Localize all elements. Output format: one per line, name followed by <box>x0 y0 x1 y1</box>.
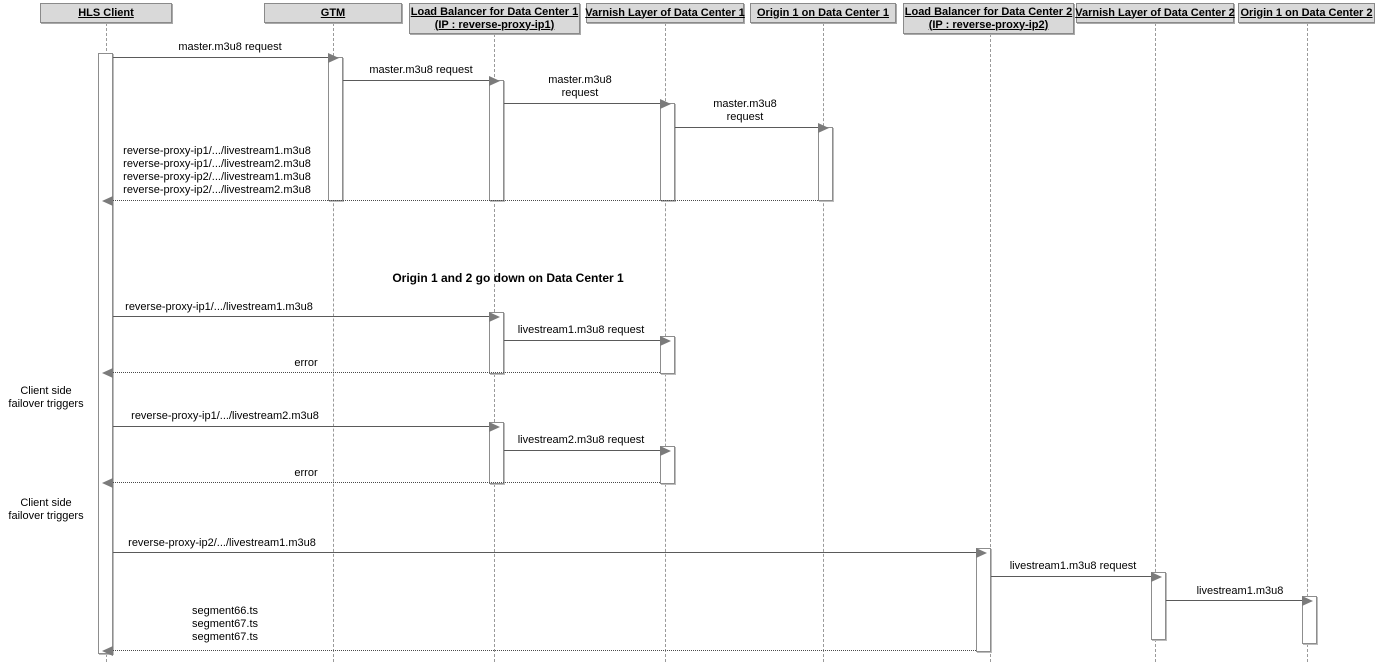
message-label-m13: livestream1.m3u8 request <box>1009 560 1137 572</box>
message-m13 <box>991 572 1162 582</box>
participant-client[interactable]: HLS Client <box>40 3 172 23</box>
arrowhead-icon <box>660 336 671 346</box>
message-label-m1: master.m3u8 request <box>178 41 282 53</box>
message-label-m5: reverse-proxy-ip1/.../livestream1.m3u8 r… <box>123 145 311 196</box>
participant-varnish2[interactable]: Varnish Layer of Data Center 2 <box>1075 3 1235 23</box>
message-m15 <box>102 646 976 656</box>
message-m2 <box>343 76 500 86</box>
message-label-m2: master.m3u8 request <box>369 64 473 76</box>
message-m9 <box>113 422 500 432</box>
participant-lb2[interactable]: Load Balancer for Data Center 2(IP : rev… <box>903 3 1074 34</box>
arrowhead-icon <box>102 646 113 656</box>
participant-origin2[interactable]: Origin 1 on Data Center 2 <box>1238 3 1375 23</box>
participant-lb1[interactable]: Load Balancer for Data Center 1(IP : rev… <box>409 3 580 34</box>
message-m7 <box>504 336 671 346</box>
participant-name: Origin 1 on Data Center 1 <box>756 6 890 19</box>
arrowhead-icon <box>976 548 987 558</box>
participant-name: Varnish Layer of Data Center 2 <box>1075 6 1235 19</box>
message-label-m6: reverse-proxy-ip1/.../livestream1.m3u8 <box>125 301 313 313</box>
message-label-m4: master.m3u8 request <box>713 98 777 123</box>
arrowhead-icon <box>660 99 671 109</box>
lifeline-gtm <box>333 23 334 662</box>
lifeline-origin2 <box>1307 23 1308 662</box>
activation-bar-lb2 <box>976 548 991 652</box>
message-label-m9: reverse-proxy-ip1/.../livestream2.m3u8 <box>131 410 319 422</box>
arrowhead-icon <box>660 446 671 456</box>
participant-origin1[interactable]: Origin 1 on Data Center 1 <box>750 3 896 23</box>
message-m1 <box>113 53 339 63</box>
participant-gtm[interactable]: GTM <box>264 3 402 23</box>
arrowhead-icon <box>1151 572 1162 582</box>
message-label-m3: master.m3u8 request <box>548 74 612 99</box>
activation-bar-gtm <box>328 57 343 201</box>
activation-bar-varnish1 <box>660 103 675 201</box>
message-m6 <box>113 312 500 322</box>
arrowhead-icon <box>489 422 500 432</box>
message-m8 <box>102 368 660 378</box>
message-m11 <box>102 478 660 488</box>
activation-bar-client <box>98 53 113 654</box>
participant-name: GTM <box>320 6 346 19</box>
participant-name: Varnish Layer of Data Center 1 <box>585 6 745 19</box>
message-label-m15: segment66.ts segment67.ts segment67.ts <box>191 605 259 643</box>
arrowhead-icon <box>1302 596 1313 606</box>
participant-name: HLS Client <box>78 6 134 19</box>
activation-bar-lb1 <box>489 80 504 201</box>
participant-varnish1[interactable]: Varnish Layer of Data Center 1 <box>585 3 745 23</box>
note-failover-2: Client side failover triggers <box>8 497 84 522</box>
arrowhead-icon <box>102 368 113 378</box>
participant-name: Load Balancer for Data Center 2 <box>904 5 1073 18</box>
note-origins-down: Origin 1 and 2 go down on Data Center 1 <box>392 271 624 285</box>
message-label-m11: error <box>294 467 318 479</box>
message-m5 <box>102 196 818 206</box>
activation-bar-origin1 <box>818 127 833 201</box>
message-m12 <box>113 548 987 558</box>
arrowhead-icon <box>102 196 113 206</box>
arrowhead-icon <box>489 312 500 322</box>
message-label-m10: livestream2.m3u8 request <box>517 434 645 446</box>
message-label-m12: reverse-proxy-ip2/.../livestream1.m3u8 <box>128 537 316 549</box>
lifeline-varnish2 <box>1155 23 1156 662</box>
arrowhead-icon <box>489 76 500 86</box>
participant-name: Origin 1 on Data Center 2 <box>1240 6 1373 19</box>
message-m10 <box>504 446 671 456</box>
activation-bar-varnish2 <box>1151 572 1166 640</box>
participant-subtitle: (IP : reverse-proxy-ip2) <box>928 18 1049 31</box>
message-m4 <box>675 123 829 133</box>
note-failover-1: Client side failover triggers <box>8 385 84 410</box>
arrowhead-icon <box>328 53 339 63</box>
participant-name: Load Balancer for Data Center 1 <box>410 5 579 18</box>
message-m14 <box>1166 596 1313 606</box>
arrowhead-icon <box>102 478 113 488</box>
message-m3 <box>504 99 671 109</box>
lifeline-lb2 <box>990 34 991 662</box>
arrowhead-icon <box>818 123 829 133</box>
message-label-m8: error <box>294 357 318 369</box>
message-label-m7: livestream1.m3u8 request <box>517 324 645 336</box>
participant-subtitle: (IP : reverse-proxy-ip1) <box>434 18 555 31</box>
message-label-m14: livestream1.m3u8 <box>1196 585 1284 597</box>
lifeline-origin1 <box>823 23 824 662</box>
